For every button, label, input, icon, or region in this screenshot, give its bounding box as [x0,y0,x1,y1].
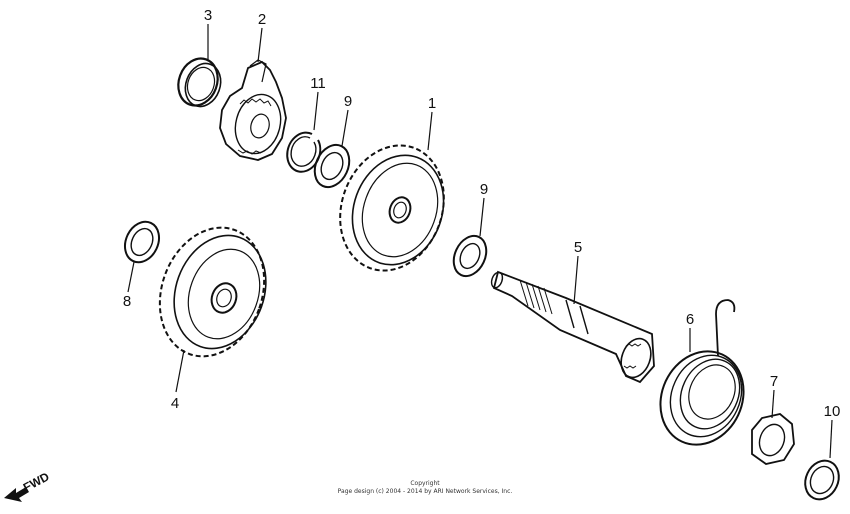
label-part-3: 3 [204,7,212,24]
copyright-line-1: Copyright [410,480,440,487]
part-3-collar[interactable] [172,53,227,112]
part-2-ratchet[interactable] [219,59,287,161]
part-5-shaft[interactable] [490,270,656,384]
part-9-washer-upper[interactable] [308,139,356,192]
copyright-line-2: Page design (c) 2004 - 2014 by ARI Netwo… [338,488,513,495]
part-1-gear[interactable] [323,131,461,285]
part-4-gear[interactable] [142,213,281,371]
label-part-7: 7 [770,373,778,390]
label-part-11: 11 [310,75,326,92]
label-part-6: 6 [686,311,694,328]
label-part-9-lower: 9 [480,181,488,198]
label-part-1: 1 [428,95,436,112]
label-part-9-upper: 9 [344,93,352,110]
fwd-label: FWD [21,469,52,494]
part-labels: 1 2 3 4 5 6 7 8 9 9 10 11 [123,7,841,420]
fwd-arrow-icon [4,487,29,502]
part-6-spring[interactable] [645,299,758,458]
label-part-5: 5 [574,239,582,256]
label-part-2: 2 [258,11,266,28]
label-part-4: 4 [171,395,179,412]
label-part-10: 10 [824,403,841,420]
copyright-notice: Copyright Page design (c) 2004 - 2014 by… [338,480,513,495]
part-8-washer[interactable] [119,216,166,268]
part-10-washer[interactable] [799,455,845,505]
part-7-nut[interactable] [751,413,795,465]
part-9-washer-lower[interactable] [448,231,493,282]
leader-lines [127,24,833,459]
fwd-indicator: FWD [4,469,52,502]
label-part-8: 8 [123,293,131,310]
